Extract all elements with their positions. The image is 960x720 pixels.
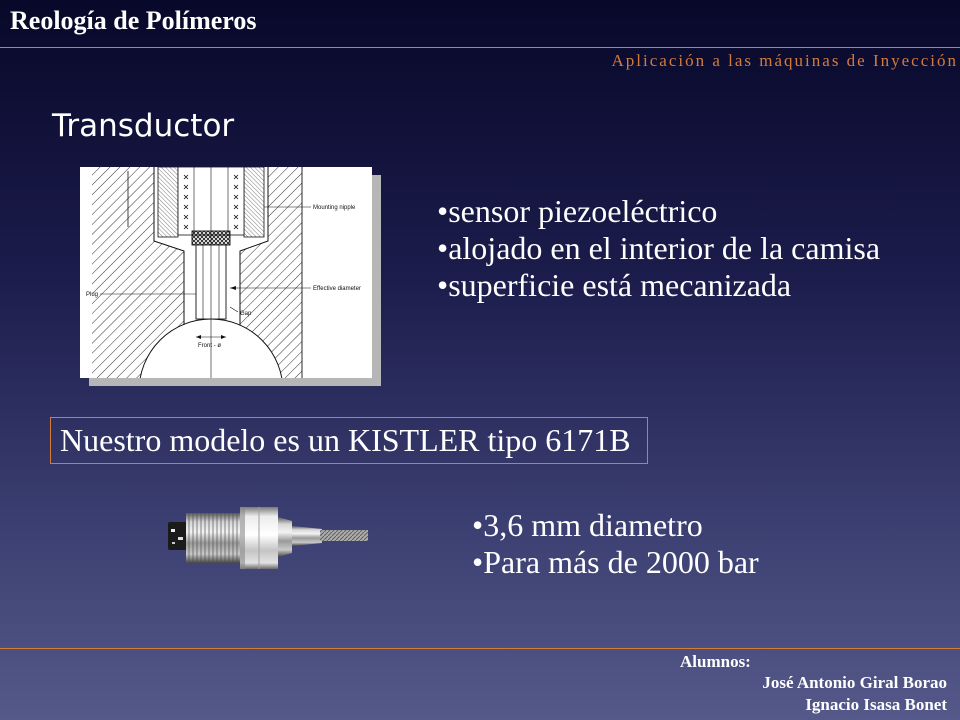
student-name: Ignacio Isasa Bonet xyxy=(805,695,947,714)
bullet-icon: • xyxy=(437,267,449,303)
spec-list: •3,6 mm diametro •Para más de 2000 bar xyxy=(472,507,759,581)
feature-list: •sensor piezoeléctrico •alojado en el in… xyxy=(437,193,880,304)
section-subtitle: Aplicación a las máquinas de Inyección xyxy=(611,51,958,70)
model-callout-box: Nuestro modelo es un KISTLER tipo 6171B xyxy=(50,417,648,464)
label-mounting-nipple: Mounting nipple xyxy=(313,205,356,211)
label-plug: Plug xyxy=(86,292,98,298)
spec-text: Para más de 2000 bar xyxy=(483,544,759,580)
slide-title: Transductor xyxy=(52,108,235,144)
feature-text: alojado en el interior de la camisa xyxy=(448,230,881,266)
sensor-photo xyxy=(168,507,368,569)
bottom-divider xyxy=(0,648,960,649)
sensor-collar xyxy=(278,517,292,557)
bullet-icon: • xyxy=(472,544,484,580)
spec-text: 3,6 mm diametro xyxy=(483,507,703,543)
sensor-photo-frame xyxy=(160,500,375,575)
transducer-diagram-frame: Mounting nipple Effective diameter Plug … xyxy=(80,167,372,378)
course-title: Reología de Polímeros xyxy=(10,6,257,35)
spec-item: •3,6 mm diametro xyxy=(472,507,759,544)
label-gap: Gap xyxy=(240,311,252,317)
sensor-tip xyxy=(168,522,188,550)
feature-item: •alojado en el interior de la camisa xyxy=(437,230,880,267)
feature-text: sensor piezoeléctrico xyxy=(448,193,718,229)
bullet-icon: • xyxy=(437,230,449,266)
feature-text: superficie está mecanizada xyxy=(448,267,792,303)
spec-item: •Para más de 2000 bar xyxy=(472,544,759,581)
student-name: José Antonio Giral Borao xyxy=(762,673,947,692)
feature-item: •sensor piezoeléctrico xyxy=(437,193,880,230)
bullet-icon: • xyxy=(472,507,484,543)
top-divider xyxy=(0,47,960,48)
feature-item: •superficie está mecanizada xyxy=(437,267,880,304)
sensor-neck xyxy=(292,526,322,546)
transducer-diagram: Mounting nipple Effective diameter Plug … xyxy=(86,167,361,378)
label-effective-diameter: Effective diameter xyxy=(313,286,361,292)
mounting-nipple xyxy=(157,167,179,238)
label-front-diameter: Front - ø xyxy=(198,343,221,349)
students-label: Alumnos: xyxy=(680,652,751,671)
bullet-icon: • xyxy=(437,193,449,229)
